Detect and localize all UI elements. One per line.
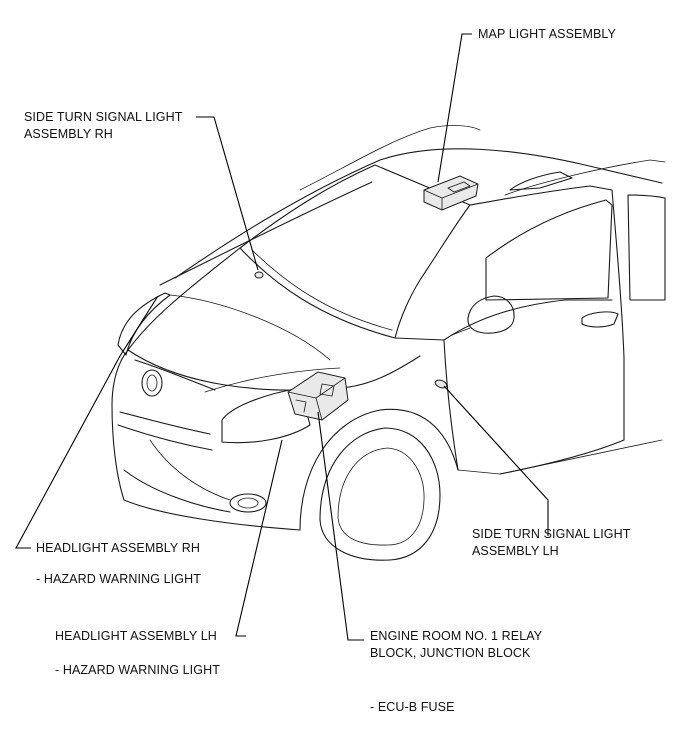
map-light-label: MAP LIGHT ASSEMBLY	[478, 27, 616, 41]
side-turn-rh-label-line2: ASSEMBLY RH	[24, 127, 113, 141]
engine-room-label-line2: BLOCK, JUNCTION BLOCK	[370, 646, 531, 660]
engine-room-label-line1: ENGINE ROOM NO. 1 RELAY	[370, 629, 543, 643]
side-turn-lh-label-line2: ASSEMBLY LH	[472, 544, 559, 558]
headlight-rh-label: HEADLIGHT ASSEMBLY RH	[36, 541, 200, 555]
engine-room-sub-label: - ECU-B FUSE	[370, 700, 455, 714]
relay-block-part	[287, 371, 349, 421]
car-body	[111, 125, 666, 561]
headlight-rh-sub-label: - HAZARD WARNING LIGHT	[36, 572, 201, 586]
map-light-part	[423, 175, 479, 211]
side-turn-signal-rh-marker	[254, 271, 264, 279]
headlight-lh-label: HEADLIGHT ASSEMBLY LH	[55, 629, 217, 643]
headlight-lh-sub-label: - HAZARD WARNING LIGHT	[55, 663, 220, 677]
side-turn-lh-label-line1: SIDE TURN SIGNAL LIGHT	[472, 527, 631, 541]
side-turn-rh-label-line1: SIDE TURN SIGNAL LIGHT	[24, 110, 183, 124]
leader-lines	[15, 33, 549, 641]
side-turn-signal-lh-marker	[434, 379, 448, 389]
